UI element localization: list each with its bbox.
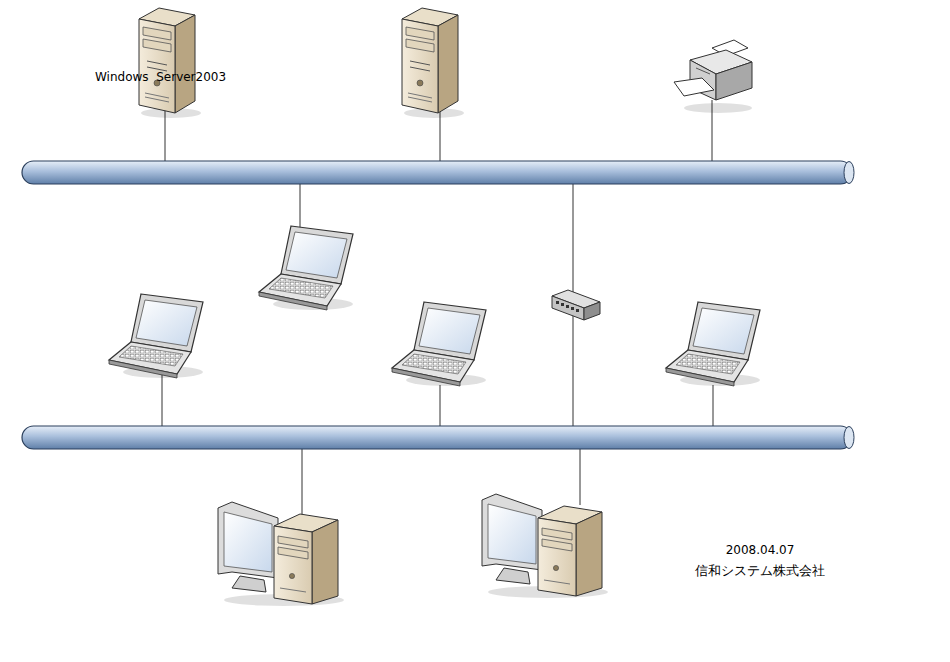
laptop-icon [109, 294, 203, 378]
server-icon [402, 8, 464, 118]
laptop-icon [666, 302, 760, 386]
laptop-icon [392, 302, 486, 386]
printer-icon [674, 40, 752, 113]
lan-bus-lower [22, 426, 854, 449]
date-label: 2008.04.07 [726, 543, 795, 557]
company-label: 信和システム株式会社 [695, 563, 825, 579]
laptop-icon [259, 226, 353, 310]
hub-icon [552, 290, 600, 320]
desktop-pc-icon [482, 494, 608, 598]
server-icon [139, 8, 201, 118]
desktop-pc-icon [218, 502, 344, 606]
server-os-label: Windows Server2003 [95, 70, 226, 84]
lan-bus-upper [22, 161, 854, 184]
